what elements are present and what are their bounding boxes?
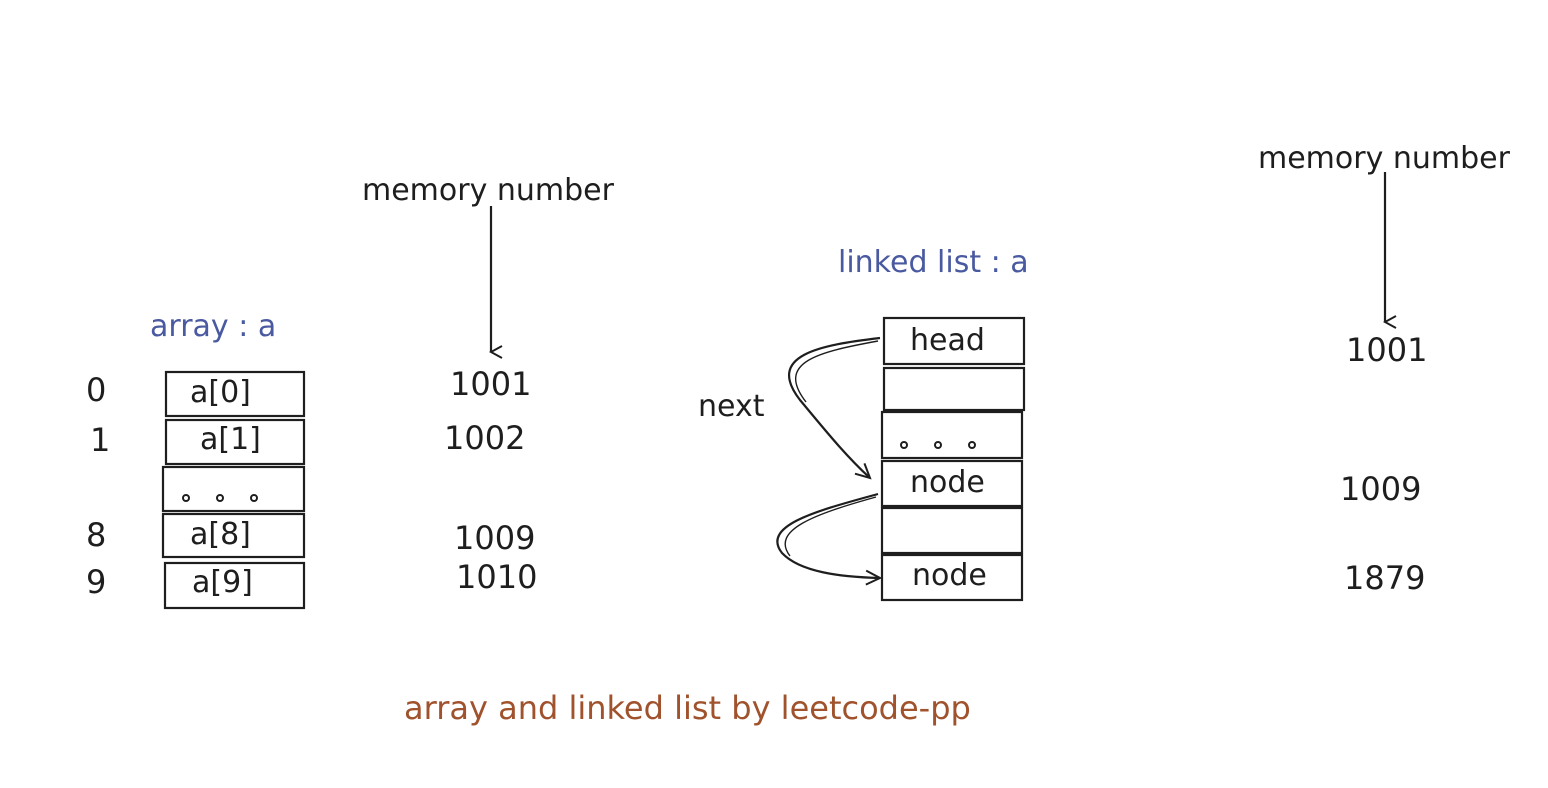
array-cell-0: a[0]	[190, 375, 251, 410]
array-stack	[161, 370, 306, 610]
list-cell-box-head	[882, 316, 1026, 366]
array-cell-9: a[9]	[192, 565, 253, 600]
array-address-0: 1001	[450, 365, 532, 403]
node-arrow-sketch-line	[784, 496, 877, 557]
list-cell-box-ellipsis	[880, 410, 1024, 460]
next-arrow-node-to-node-icon	[776, 492, 880, 578]
array-cell-8: a[8]	[190, 517, 251, 552]
caption: array and linked list by leetcode-pp	[404, 689, 971, 727]
list-cell-head: head	[910, 323, 985, 358]
list-cell-node-2: node	[912, 558, 987, 593]
next-label: next	[698, 389, 765, 424]
dot-icon	[216, 494, 224, 502]
dot-icon	[934, 441, 942, 449]
array-title: array : a	[150, 309, 277, 344]
next-arrow-head-to-node-icon	[787, 336, 881, 478]
dot-icon	[900, 441, 908, 449]
array-cell-box-8	[161, 512, 306, 559]
array-index-0: 0	[86, 371, 107, 409]
list-cell-box-1	[882, 366, 1026, 412]
array-index-8: 8	[86, 516, 107, 554]
array-memory-label: memory number	[362, 173, 614, 208]
array-index-9: 9	[86, 563, 107, 601]
dot-icon	[182, 494, 190, 502]
array-cell-1: a[1]	[200, 422, 261, 457]
dot-icon	[968, 441, 976, 449]
array-cell-box-1	[164, 418, 306, 466]
dot-icon	[250, 494, 258, 502]
array-ellipsis-icon	[182, 494, 258, 502]
list-cell-node-1: node	[910, 465, 985, 500]
array-cell-box-0	[164, 370, 306, 418]
list-cell-box-node-1	[880, 459, 1024, 508]
list-memory-label: memory number	[1258, 141, 1510, 176]
array-cell-box-9	[163, 561, 306, 610]
linked-list-title: linked list : a	[838, 245, 1029, 280]
array-address-1: 1002	[444, 419, 526, 457]
array-cell-box-ellipsis	[161, 465, 306, 513]
list-address-node-1: 1009	[1340, 470, 1422, 508]
list-address-head: 1001	[1346, 331, 1428, 369]
list-cell-box-4	[880, 506, 1024, 555]
array-address-9: 1010	[456, 558, 538, 596]
array-address-8: 1009	[454, 519, 536, 557]
list-address-node-2: 1879	[1344, 559, 1426, 597]
array-index-1: 1	[90, 421, 111, 459]
next-arrow-sketch-line	[794, 340, 879, 403]
list-ellipsis-icon	[900, 441, 976, 449]
